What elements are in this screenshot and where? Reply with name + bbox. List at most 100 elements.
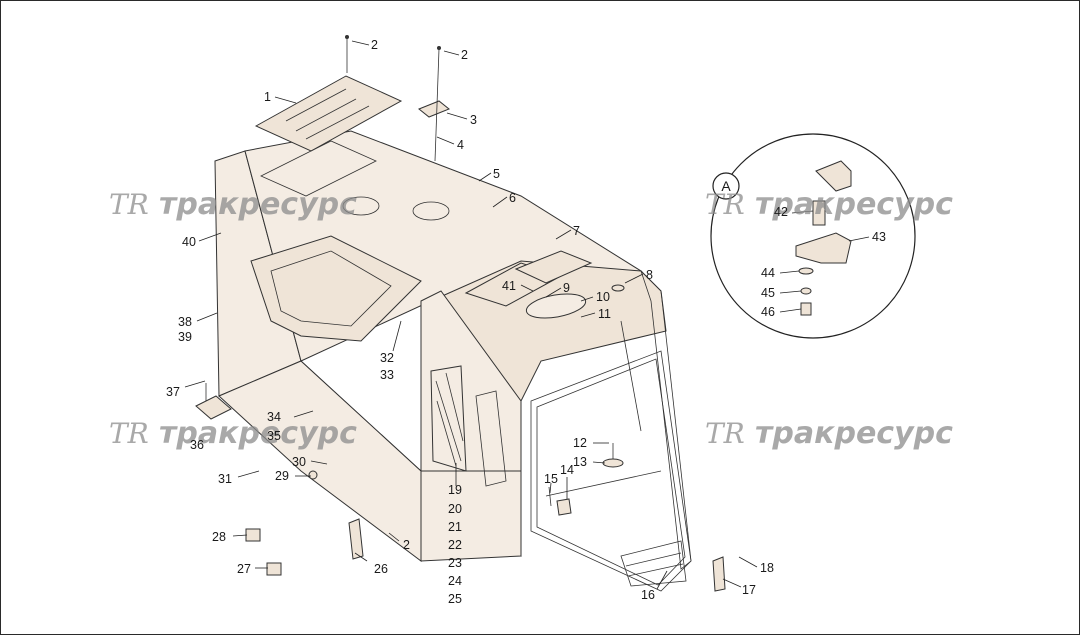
cab-body — [214, 130, 692, 592]
hinge-screw-head — [437, 46, 441, 50]
callout-label: 46 — [761, 305, 775, 319]
callout-label: 3 — [470, 113, 477, 127]
callout-label: 21 — [448, 520, 462, 534]
callout-label: 35 — [267, 429, 281, 443]
latch-14 — [556, 498, 572, 516]
cab-lower-front — [420, 470, 522, 562]
hinge-pin-line — [434, 48, 440, 162]
rear-edge — [300, 360, 422, 472]
bracket-43 — [795, 232, 852, 264]
pin-42 — [812, 200, 826, 226]
callout-label: 27 — [237, 562, 251, 576]
callout-label: 18 — [760, 561, 774, 575]
washer-45 — [800, 287, 812, 295]
callout-label: 2 — [461, 48, 468, 62]
callout-label: 34 — [267, 410, 281, 424]
rubber-pad-27 — [266, 562, 282, 576]
callout-label: 2 — [371, 38, 378, 52]
callout-label: 37 — [166, 385, 180, 399]
rubber-pad-28 — [245, 528, 261, 542]
inner-pillar — [620, 320, 642, 432]
callout-label: 5 — [493, 167, 500, 181]
watermark-2: TR тракресурс — [705, 187, 953, 222]
watermark-4: TR тракресурс — [705, 416, 953, 451]
callout-label: 25 — [448, 592, 462, 606]
callout-label: 13 — [573, 455, 587, 469]
callout-label: 39 — [178, 330, 192, 344]
screw-head-top — [345, 35, 349, 39]
roof-opening-left — [342, 196, 380, 216]
callout-label: 42 — [774, 205, 788, 219]
door-rail — [545, 470, 662, 497]
callout-label: 44 — [761, 266, 775, 280]
vent-slot-2 — [295, 98, 357, 132]
watermark-logo: TR — [109, 188, 149, 221]
grille-line-b — [445, 372, 464, 442]
watermark-text: тракресурс — [159, 416, 357, 451]
detail-a: A — [710, 133, 916, 339]
callout-labels: 1 2 2 3 4 5 6 7 8 9 10 11 12 13 14 15 16… — [166, 38, 886, 606]
grille-line-c — [436, 400, 457, 467]
hinge-plate — [418, 100, 450, 118]
callout-label: 23 — [448, 556, 462, 570]
callout-label: 32 — [380, 351, 394, 365]
bolt-46 — [800, 302, 812, 316]
floor-mesh-line-1 — [625, 552, 682, 567]
callout-label: 30 — [292, 455, 306, 469]
callout-label: 19 — [448, 483, 462, 497]
callout-label: 1 — [264, 90, 271, 104]
callout-label: 33 — [380, 368, 394, 382]
roof-hatch — [525, 293, 587, 319]
callout-label: 26 — [374, 562, 388, 576]
small-cover-plate — [195, 395, 232, 420]
vent-slot-1 — [285, 88, 347, 122]
callout-label: 2 — [403, 538, 410, 552]
callout-label: 14 — [560, 463, 574, 477]
callout-label: 41 — [502, 279, 516, 293]
leader-lines — [184, 40, 870, 590]
roof-vent-right — [514, 250, 593, 284]
latch-15 — [548, 486, 552, 507]
callout-label: 31 — [218, 472, 232, 486]
callout-label: 45 — [761, 286, 775, 300]
callout-label: 15 — [544, 472, 558, 486]
grille-line-a — [435, 380, 462, 462]
roof-insulation-mat — [250, 235, 422, 342]
floor-mesh-line-2 — [627, 563, 684, 577]
latch-17 — [712, 556, 726, 592]
roof-opening-right — [412, 201, 450, 221]
vent-slot-3 — [305, 105, 370, 140]
callout-label: 9 — [563, 281, 570, 295]
roof-opening-rect — [260, 140, 377, 197]
callout-label: 4 — [457, 138, 464, 152]
callout-label: 36 — [190, 438, 204, 452]
detail-marker-circle — [712, 172, 740, 200]
bolt-29 — [308, 470, 318, 480]
detail-marker: A — [721, 178, 731, 194]
floor-mesh — [620, 540, 687, 587]
callout-label: 43 — [872, 230, 886, 244]
bracket-26 — [348, 518, 364, 560]
detail-circle — [710, 133, 916, 339]
callout-label: 28 — [212, 530, 226, 544]
callout-label: 11 — [598, 307, 611, 321]
callout-label: 24 — [448, 574, 462, 588]
callout-label: 10 — [596, 290, 610, 304]
watermark-logo: TR — [109, 417, 149, 450]
watermark-text: тракресурс — [755, 416, 953, 451]
watermark-logo: TR — [705, 188, 745, 221]
callout-label: 20 — [448, 502, 462, 516]
side-window — [475, 390, 507, 487]
watermark-text: тракресурс — [755, 187, 953, 222]
watermark-3: TR тракресурс — [109, 416, 357, 451]
exploded-parts — [195, 35, 726, 592]
cab-door-frame — [530, 350, 692, 592]
callout-label: 12 — [573, 436, 587, 450]
callout-label: 8 — [646, 268, 653, 282]
callout-label: 16 — [641, 588, 655, 602]
callout-label: 29 — [275, 469, 289, 483]
washer-44 — [798, 267, 814, 275]
handle-13 — [602, 458, 624, 468]
